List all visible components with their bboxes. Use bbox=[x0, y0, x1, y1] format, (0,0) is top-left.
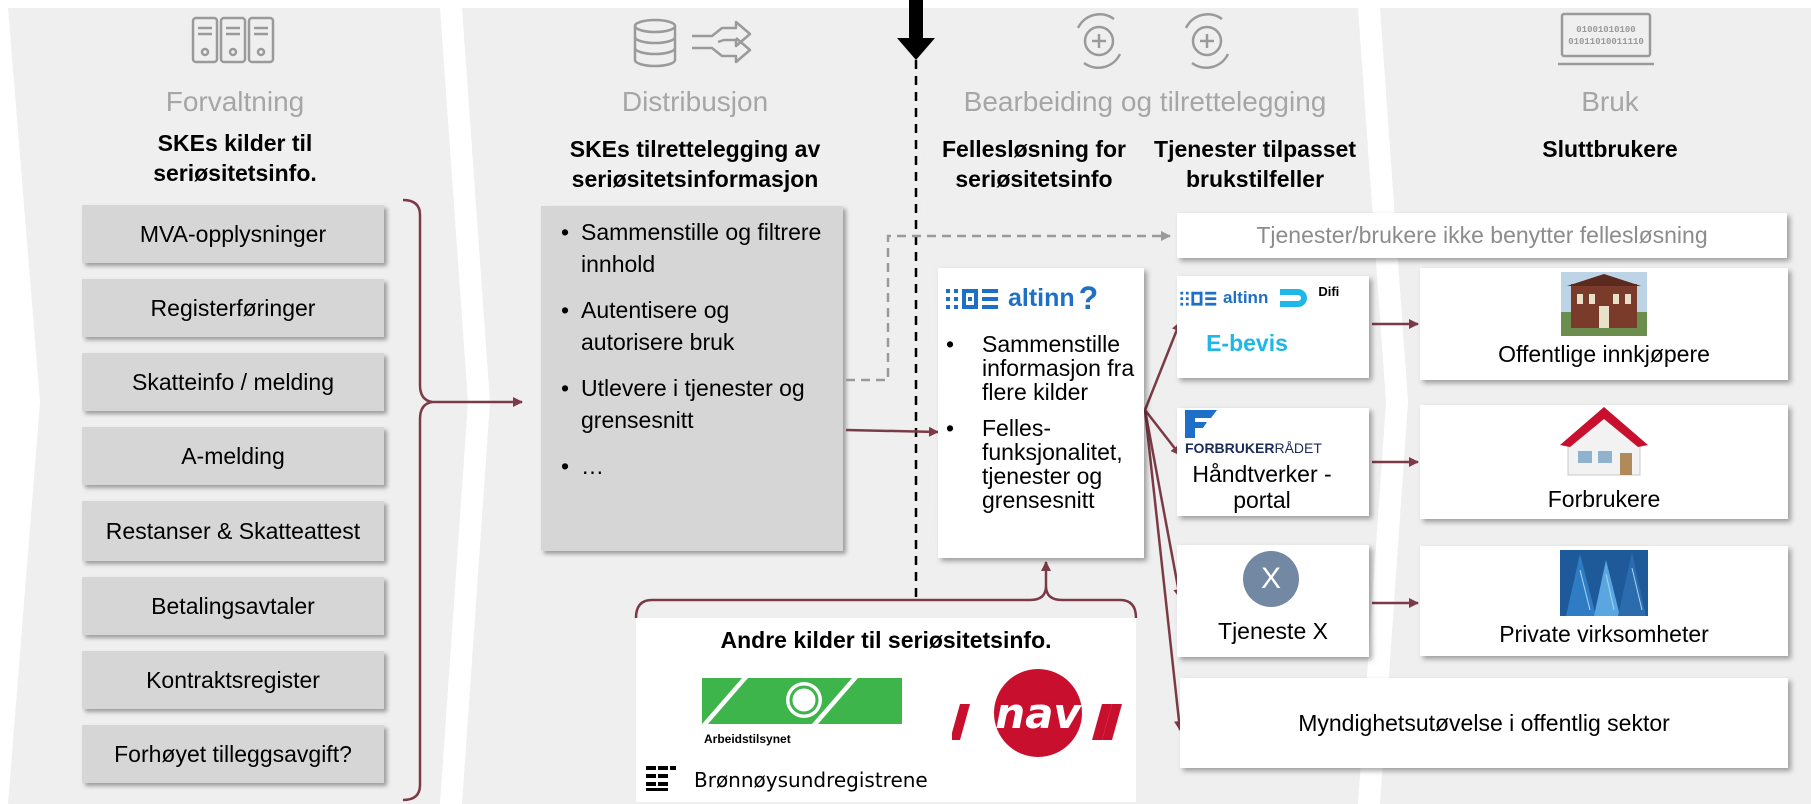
column-title-bearbeiding: Bearbeiding og tilrettelegging bbox=[963, 86, 1327, 117]
tjeneste-x-label: Tjeneste X bbox=[1218, 617, 1328, 644]
difi-text: Difi bbox=[1318, 284, 1340, 299]
server-icon bbox=[191, 16, 275, 64]
binary-screen-icon: 01001010100 01011010011110 bbox=[1558, 12, 1654, 66]
distribution-bullet: Sammenstille og filtrere innhold bbox=[559, 216, 834, 280]
column-subtitle-fellesloesning: Fellesløsning for seriøsitetsinfo bbox=[941, 136, 1127, 192]
forbruker-light: RÅDET bbox=[1274, 440, 1322, 456]
house-icon bbox=[1560, 407, 1648, 476]
end-user-label: Offentlige innkjøpere bbox=[1498, 340, 1710, 367]
nav-logo-text: nav bbox=[995, 689, 1082, 738]
tjeneste-x-badge: X bbox=[1243, 551, 1299, 607]
forbruker-label: Håndtverker -portal bbox=[1192, 461, 1332, 513]
arbeidstilsynet-text: Arbeidstilsynet bbox=[704, 732, 791, 746]
myndighet-box: Myndighetsutøvelse i offentlig sektor bbox=[1180, 678, 1788, 768]
skyscraper-icon bbox=[1560, 550, 1648, 616]
end-user-label: Forbrukere bbox=[1547, 485, 1661, 512]
other-sources-box: Andre kilder til seriøsitetsinfo. Arbeid… bbox=[636, 618, 1136, 802]
source-box: Restanser & Skatteattest bbox=[82, 501, 384, 561]
end-user-label: Private virksomheter bbox=[1499, 620, 1709, 647]
source-box: Kontraktsregister bbox=[82, 651, 384, 709]
altinn-logo-text: altinn bbox=[1008, 283, 1075, 312]
distribution-bullet: … bbox=[559, 450, 834, 482]
source-box: A-melding bbox=[82, 427, 384, 485]
altinn-bullets: Sammenstille informasjon fra flere kilde… bbox=[944, 332, 1139, 524]
other-sources-title: Andre kilder til seriøsitetsinfo. bbox=[720, 626, 1052, 653]
column-title-forvaltning: Forvaltning bbox=[165, 86, 305, 117]
bypass-label: Tjenester/brukere ikke benytter felleslø… bbox=[1256, 222, 1708, 248]
altinn-bullet: Sammenstille informasjon fra flere kilde… bbox=[944, 332, 1139, 404]
distribution-arrows-icon bbox=[692, 20, 752, 64]
forbruker-bold: FORBRUKER bbox=[1185, 440, 1275, 456]
distribution-bullet: Utlevere i tjenester og grensesnitt bbox=[559, 372, 834, 436]
ebevis-altinn-text: altinn bbox=[1223, 288, 1269, 307]
source-box: Registerføringer bbox=[82, 279, 384, 337]
distribution-bullet: Autentisere og autorisere bruk bbox=[559, 294, 834, 358]
nav-logo-icon: nav bbox=[952, 669, 1122, 757]
end-user-box: Forbrukere bbox=[1420, 405, 1788, 519]
column-subtitle-tjenester: Tjenester tilpasset brukstilfeller bbox=[1154, 136, 1356, 192]
arbeidstilsynet-logo-icon bbox=[702, 678, 902, 724]
distribution-bullets: Sammenstille og filtrere innhold Autenti… bbox=[559, 216, 834, 496]
building-icon bbox=[1561, 272, 1647, 336]
tjeneste-x-box: X Tjeneste X bbox=[1177, 545, 1369, 657]
end-user-box: Offentlige innkjøpere bbox=[1420, 268, 1788, 380]
process-icon bbox=[1184, 13, 1230, 69]
forbrukerraadet-logo-icon bbox=[1185, 410, 1217, 438]
ebevis-label: E-bevis bbox=[1206, 329, 1288, 356]
difi-logo-icon bbox=[1280, 289, 1308, 307]
column-subtitle-forvaltning: SKEs kilder til seriøsitetsinfo. bbox=[153, 130, 317, 186]
source-box: Skatteinfo / melding bbox=[82, 353, 384, 411]
source-box: MVA-opplysninger bbox=[82, 205, 384, 263]
process-icon bbox=[1076, 13, 1122, 69]
bypass-box: Tjenester/brukere ikke benytter felleslø… bbox=[1177, 213, 1787, 258]
ebevis-logos: altinn Difi bbox=[1179, 282, 1367, 314]
altinn-mark-icon bbox=[946, 289, 998, 309]
column-subtitle-distribusjon: SKEs tilrettelegging av seriøsitetsinfor… bbox=[569, 136, 821, 192]
altinn-logo: altinn ? bbox=[944, 278, 1098, 318]
distribution-box: Sammenstille og filtrere innhold Autenti… bbox=[541, 206, 843, 551]
altinn-mark-icon bbox=[1180, 291, 1217, 306]
altinn-question-mark: ? bbox=[1078, 279, 1099, 316]
forbrukerraadet-logo-text: FORBRUKERRÅDET bbox=[1185, 440, 1322, 456]
altinn-bullet: Felles-funksjonalitet, tjenester og gren… bbox=[944, 416, 1139, 512]
ebevis-box: altinn Difi E-bevis bbox=[1177, 276, 1369, 378]
altinn-box: altinn ? Sammenstille informasjon fra fl… bbox=[938, 268, 1144, 558]
source-box: Betalingsavtaler bbox=[82, 577, 384, 635]
database-icon bbox=[633, 18, 677, 68]
source-box: Forhøyet tilleggsavgift? bbox=[82, 725, 384, 783]
forbruker-box: FORBRUKERRÅDET Håndtverker -portal bbox=[1177, 408, 1369, 516]
svg-text:01001010100: 01001010100 bbox=[1576, 25, 1635, 35]
myndighet-label: Myndighetsutøvelse i offentlig sektor bbox=[1298, 709, 1670, 736]
column-title-bruk: Bruk bbox=[1581, 86, 1639, 117]
end-user-box: Private virksomheter bbox=[1420, 546, 1788, 656]
column-title-distribusjon: Distribusjon bbox=[621, 86, 769, 117]
column-subtitle-bruk: Sluttbrukere bbox=[1542, 136, 1678, 162]
bronnoysund-text: Brønnøysundregistrene bbox=[694, 768, 928, 792]
svg-text:01011010011110: 01011010011110 bbox=[1568, 37, 1644, 47]
bronnoysund-mark-icon bbox=[646, 766, 676, 791]
